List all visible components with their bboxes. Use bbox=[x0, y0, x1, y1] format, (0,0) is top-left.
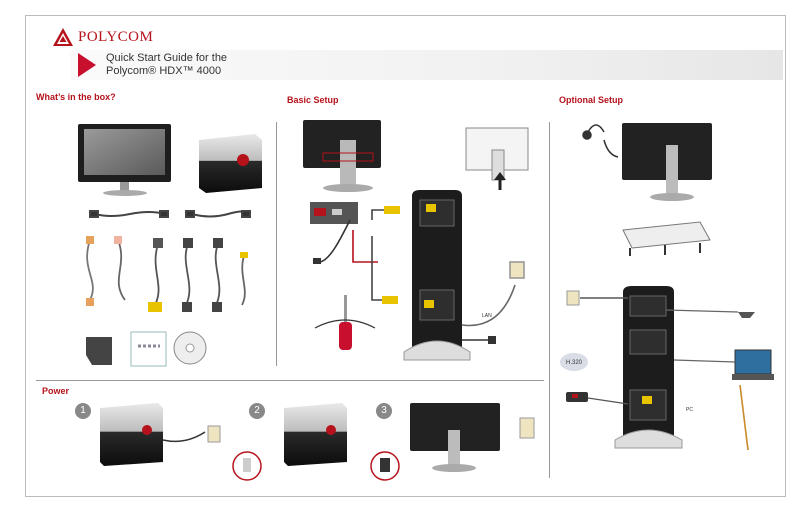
box-codec bbox=[199, 134, 262, 193]
title-band bbox=[70, 50, 783, 80]
divider-box-basic bbox=[276, 122, 277, 366]
lan-label: LAN bbox=[482, 313, 492, 319]
polycom-logo: POLYCOM bbox=[52, 27, 153, 47]
brand-name: POLYCOM bbox=[78, 28, 154, 45]
power-step-2: 2 bbox=[249, 403, 265, 419]
power-step-3-illustration bbox=[370, 403, 535, 481]
power-step-2-illustration bbox=[232, 403, 347, 481]
basic-monitor bbox=[303, 120, 381, 192]
optional-mount bbox=[622, 221, 711, 256]
box-power-cords bbox=[89, 210, 251, 218]
power-step-1-illustration bbox=[100, 403, 221, 466]
polycom-logo-icon bbox=[53, 28, 73, 46]
divider-power bbox=[36, 380, 544, 381]
h320-label: H.320 bbox=[566, 360, 583, 366]
optional-headset bbox=[582, 124, 619, 158]
basic-cabling bbox=[313, 206, 525, 344]
divider-basic-optional bbox=[549, 122, 550, 478]
box-cables bbox=[86, 236, 248, 312]
section-title-basic: Basic Setup bbox=[287, 95, 339, 105]
power-step-1: 1 bbox=[75, 403, 91, 419]
pc-label: PC bbox=[686, 407, 693, 413]
section-title-power: Power bbox=[42, 386, 70, 396]
optional-monitor bbox=[622, 123, 712, 201]
screwdriver bbox=[314, 295, 376, 350]
box-accessories bbox=[86, 331, 207, 367]
power-step-3: 3 bbox=[376, 403, 392, 419]
box-monitor bbox=[78, 124, 171, 196]
guide-title-line2: Polycom® HDX™ 4000 bbox=[106, 65, 222, 77]
guide-title-line1: Quick Start Guide for the bbox=[106, 52, 228, 64]
section-title-optional: Optional Setup bbox=[559, 95, 623, 105]
section-title-box: What’s in the box? bbox=[36, 92, 116, 102]
basic-monitor-rear bbox=[465, 127, 529, 190]
basic-codec-rear bbox=[403, 190, 471, 361]
basic-panel-inset bbox=[310, 202, 358, 224]
optional-codec-rear bbox=[614, 286, 683, 449]
optional-peripherals bbox=[560, 290, 774, 451]
title-arrow-icon bbox=[78, 53, 96, 77]
